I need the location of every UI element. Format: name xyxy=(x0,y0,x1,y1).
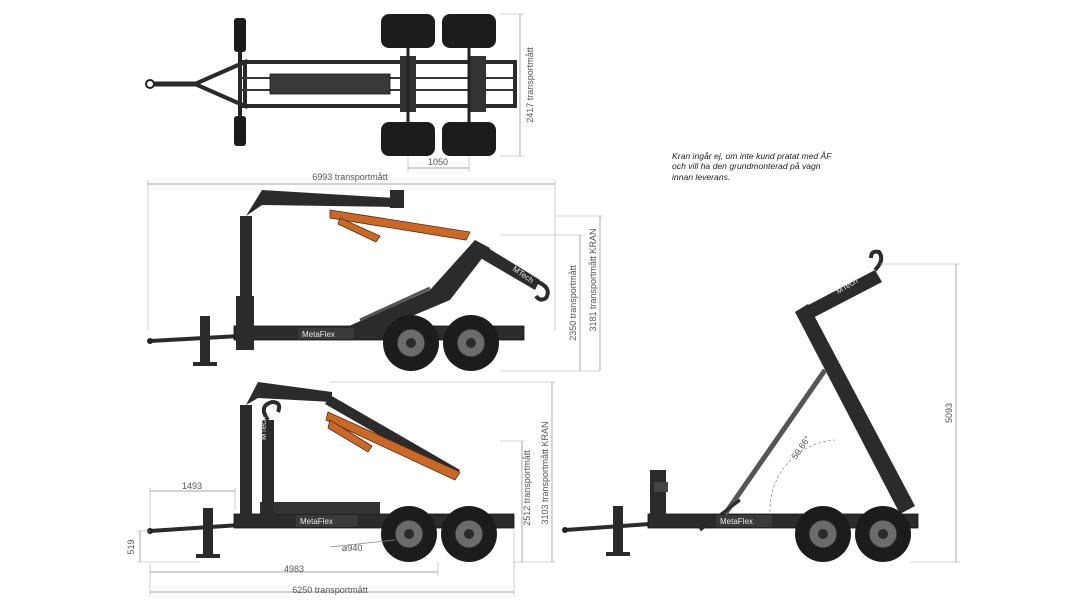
dim-transport-height: 2350 transportmått xyxy=(568,265,578,341)
towing-eye xyxy=(145,79,155,89)
dim-side-height: 2512 transportmått xyxy=(522,450,532,526)
side-view: 1493 MTech MetaFlex ⌀940 2512 transpor xyxy=(126,381,555,596)
side-crane-column xyxy=(240,405,252,517)
dim-tipped-angle: 59.66° xyxy=(789,434,812,461)
transport-crane-boom xyxy=(246,190,395,216)
transport-crane-column xyxy=(240,216,252,298)
tipped-brand: MetaFlex xyxy=(720,517,753,526)
top-wheel-front-right xyxy=(381,122,435,156)
tipped-cylinder xyxy=(722,368,828,516)
top-a-frame xyxy=(190,58,247,110)
transport-crane-arm xyxy=(329,209,471,241)
top-outrigger-right xyxy=(234,116,246,146)
transport-jack-front xyxy=(200,316,210,364)
dim-side-ground: 519 xyxy=(126,539,136,554)
top-wheel-rear-right xyxy=(442,122,496,156)
dim-side-front: 1493 xyxy=(182,481,202,491)
top-main-frame xyxy=(238,60,517,108)
side-jack-front xyxy=(203,508,213,556)
transport-hook xyxy=(534,280,550,302)
dim-transport-height-crane: 3181 transportmått KRAN xyxy=(588,228,598,331)
top-cylinder xyxy=(269,73,391,95)
dim-top-axle: 1050 xyxy=(428,157,448,167)
dim-side-height-crane: 3103 transportmått KRAN xyxy=(540,421,550,524)
side-crane-boom xyxy=(246,382,332,405)
side-hook xyxy=(261,399,282,422)
tipped-view: MTech 59.66° MetaFlex 5093 xyxy=(562,249,960,563)
top-wheel-rear-left xyxy=(442,14,496,48)
delivery-note: Kran ingår ej, om inte kund pratat med Å… xyxy=(672,151,902,182)
transport-brand: MetaFlex xyxy=(302,330,335,339)
dim-tipped-height: 5093 xyxy=(944,403,954,423)
dim-side-length: 6250 transportmått xyxy=(292,585,368,595)
side-crane-arm xyxy=(325,411,461,481)
side-hook-arm xyxy=(262,420,274,515)
dim-side-mid: 4983 xyxy=(284,564,304,574)
note-line-1: Kran ingår ej, om inte kund pratat med Å… xyxy=(672,151,832,161)
dim-side-wheel: ⌀940 xyxy=(342,543,362,553)
tipped-hook xyxy=(869,249,884,272)
tipped-hook-arm xyxy=(795,304,915,514)
tipped-crane-mount xyxy=(650,470,666,518)
side-brand: MetaFlex xyxy=(300,517,333,526)
tipped-jack-front xyxy=(613,506,623,554)
dim-transport-length: 6993 transportmått xyxy=(312,172,388,182)
note-line-3: innan leverans. xyxy=(672,171,731,182)
top-wheel-front-left xyxy=(381,14,435,48)
top-view: 2417 transportmått 1050 xyxy=(145,13,535,172)
top-outrigger-left xyxy=(234,18,246,52)
transport-view: 6993 transportmått MTech MetaFlex 2350 t… xyxy=(147,172,603,372)
side-hook-brand: MTech xyxy=(259,416,268,440)
note-line-2: och vill ha den grundmonterad på vagn xyxy=(672,161,821,172)
dim-top-width: 2417 transportmått xyxy=(525,47,535,123)
